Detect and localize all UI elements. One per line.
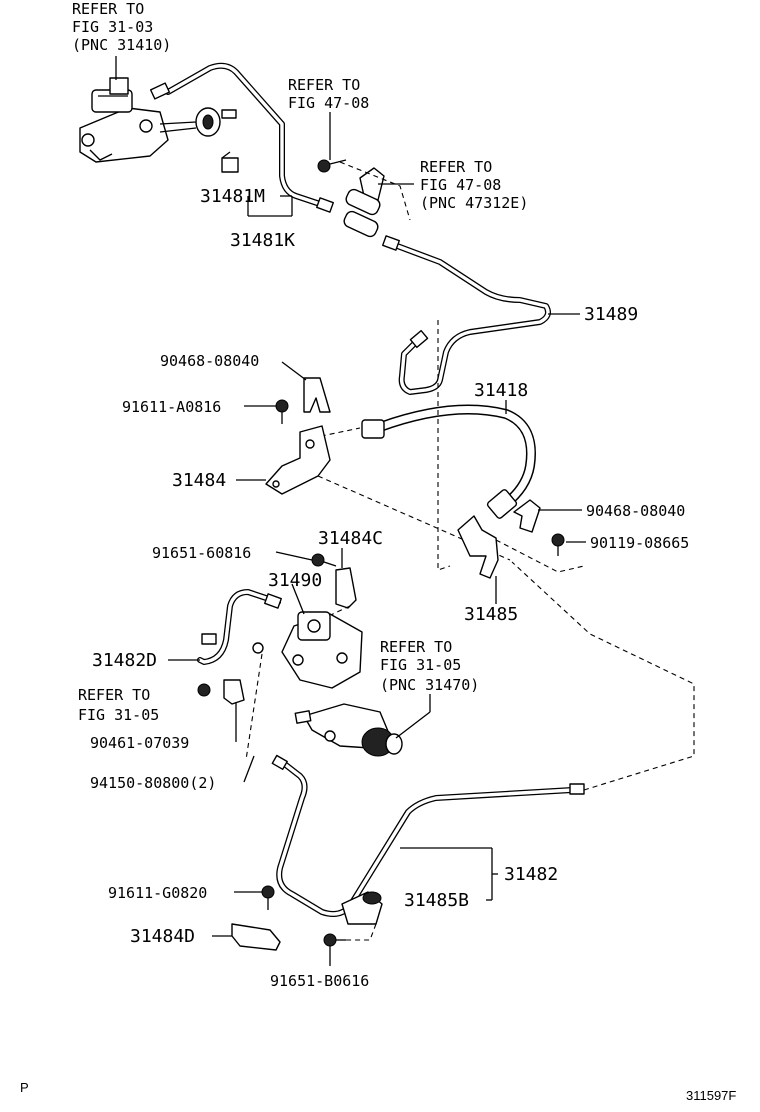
part-label-94150-80800[interactable]: 94150-80800(2)	[90, 774, 216, 792]
tube-31481-drawing	[149, 62, 334, 213]
svg-text:FIG 31-05: FIG 31-05	[380, 656, 461, 674]
part-label-90468-08040-b[interactable]: 90468-08040	[586, 502, 685, 520]
bracket-31485-drawing	[437, 320, 585, 579]
master-cylinder-drawing	[79, 77, 237, 163]
release-cylinder-drawing	[294, 703, 403, 757]
svg-text:FIG 31-03: FIG 31-03	[72, 18, 153, 36]
hose-31418-drawing	[311, 404, 536, 519]
part-label-31482D[interactable]: 31482D	[92, 650, 157, 671]
part-label-31484[interactable]: 31484	[172, 470, 226, 491]
reference-fig-31-05-a: REFER TO FIG 31-05 (PNC 31470)	[380, 638, 479, 694]
part-label-31489[interactable]: 31489	[584, 304, 638, 325]
reference-fig-31-03: REFER TO FIG 31-03 (PNC 31410)	[72, 0, 171, 54]
svg-text:REFER TO: REFER TO	[72, 0, 144, 18]
part-label-91611-A0816[interactable]: 91611-A0816	[122, 398, 221, 416]
part-label-31481M[interactable]: 31481M	[200, 186, 265, 207]
reference-fig-47-08-a: REFER TO FIG 47-08	[288, 76, 369, 112]
clamp-31485B-drawing	[340, 891, 383, 941]
part-label-91651-B0616[interactable]: 91651-B0616	[270, 972, 369, 990]
junction-31490-drawing	[281, 611, 363, 689]
part-label-91651-60816[interactable]: 91651-60816	[152, 544, 251, 562]
bracket-47-08-drawing	[317, 159, 411, 238]
part-label-31485B[interactable]: 31485B	[404, 890, 469, 911]
bracket-31484D-drawing	[231, 923, 281, 951]
bolt-91651-B0616-drawing	[323, 933, 346, 947]
part-label-91611-G0820[interactable]: 91611-G0820	[108, 884, 207, 902]
part-label-90468-08040-a[interactable]: 90468-08040	[160, 352, 259, 370]
part-label-31418[interactable]: 31418	[474, 380, 528, 401]
clip-90461-drawing	[197, 642, 264, 761]
svg-text:(PNC 47312E): (PNC 47312E)	[420, 194, 528, 212]
reference-fig-47-08-b: REFER TO FIG 47-08 (PNC 47312E)	[420, 158, 528, 212]
svg-text:FIG 31-05: FIG 31-05	[78, 706, 159, 724]
tube-31482D-drawing	[197, 589, 282, 665]
leader-lines	[115, 56, 586, 966]
svg-text:REFER TO: REFER TO	[420, 158, 492, 176]
reference-fig-31-05-b: REFER TO FIG 31-05	[78, 686, 159, 724]
clip-90468-drawings	[303, 377, 541, 533]
part-label-31482[interactable]: 31482	[504, 864, 558, 885]
part-label-31484D[interactable]: 31484D	[130, 926, 195, 947]
svg-text:FIG 47-08: FIG 47-08	[420, 176, 501, 194]
part-label-90119-08665[interactable]: 90119-08665	[590, 534, 689, 552]
svg-text:REFER TO: REFER TO	[380, 638, 452, 656]
tube-31482-drawing	[271, 561, 695, 917]
svg-text:REFER TO: REFER TO	[288, 76, 360, 94]
part-label-90461-07039[interactable]: 90461-07039	[90, 734, 189, 752]
part-label-31481K[interactable]: 31481K	[230, 230, 295, 251]
corner-mark-p: P	[20, 1080, 29, 1095]
svg-text:FIG 47-08: FIG 47-08	[288, 94, 369, 112]
svg-text:(PNC 31410): (PNC 31410)	[72, 36, 171, 54]
bolt-91611-A0816-drawing	[275, 399, 289, 424]
tube-31489-drawing	[382, 235, 551, 395]
bolt-91611-G0820-drawing	[261, 885, 275, 910]
part-label-31485[interactable]: 31485	[464, 604, 518, 625]
bolt-90119-drawing	[551, 533, 565, 556]
svg-text:(PNC 31470): (PNC 31470)	[380, 676, 479, 694]
part-label-31490[interactable]: 31490	[268, 570, 322, 591]
part-label-31484C[interactable]: 31484C	[318, 528, 383, 549]
svg-text:REFER TO: REFER TO	[78, 686, 150, 704]
figure-code: 311597F	[686, 1088, 736, 1103]
